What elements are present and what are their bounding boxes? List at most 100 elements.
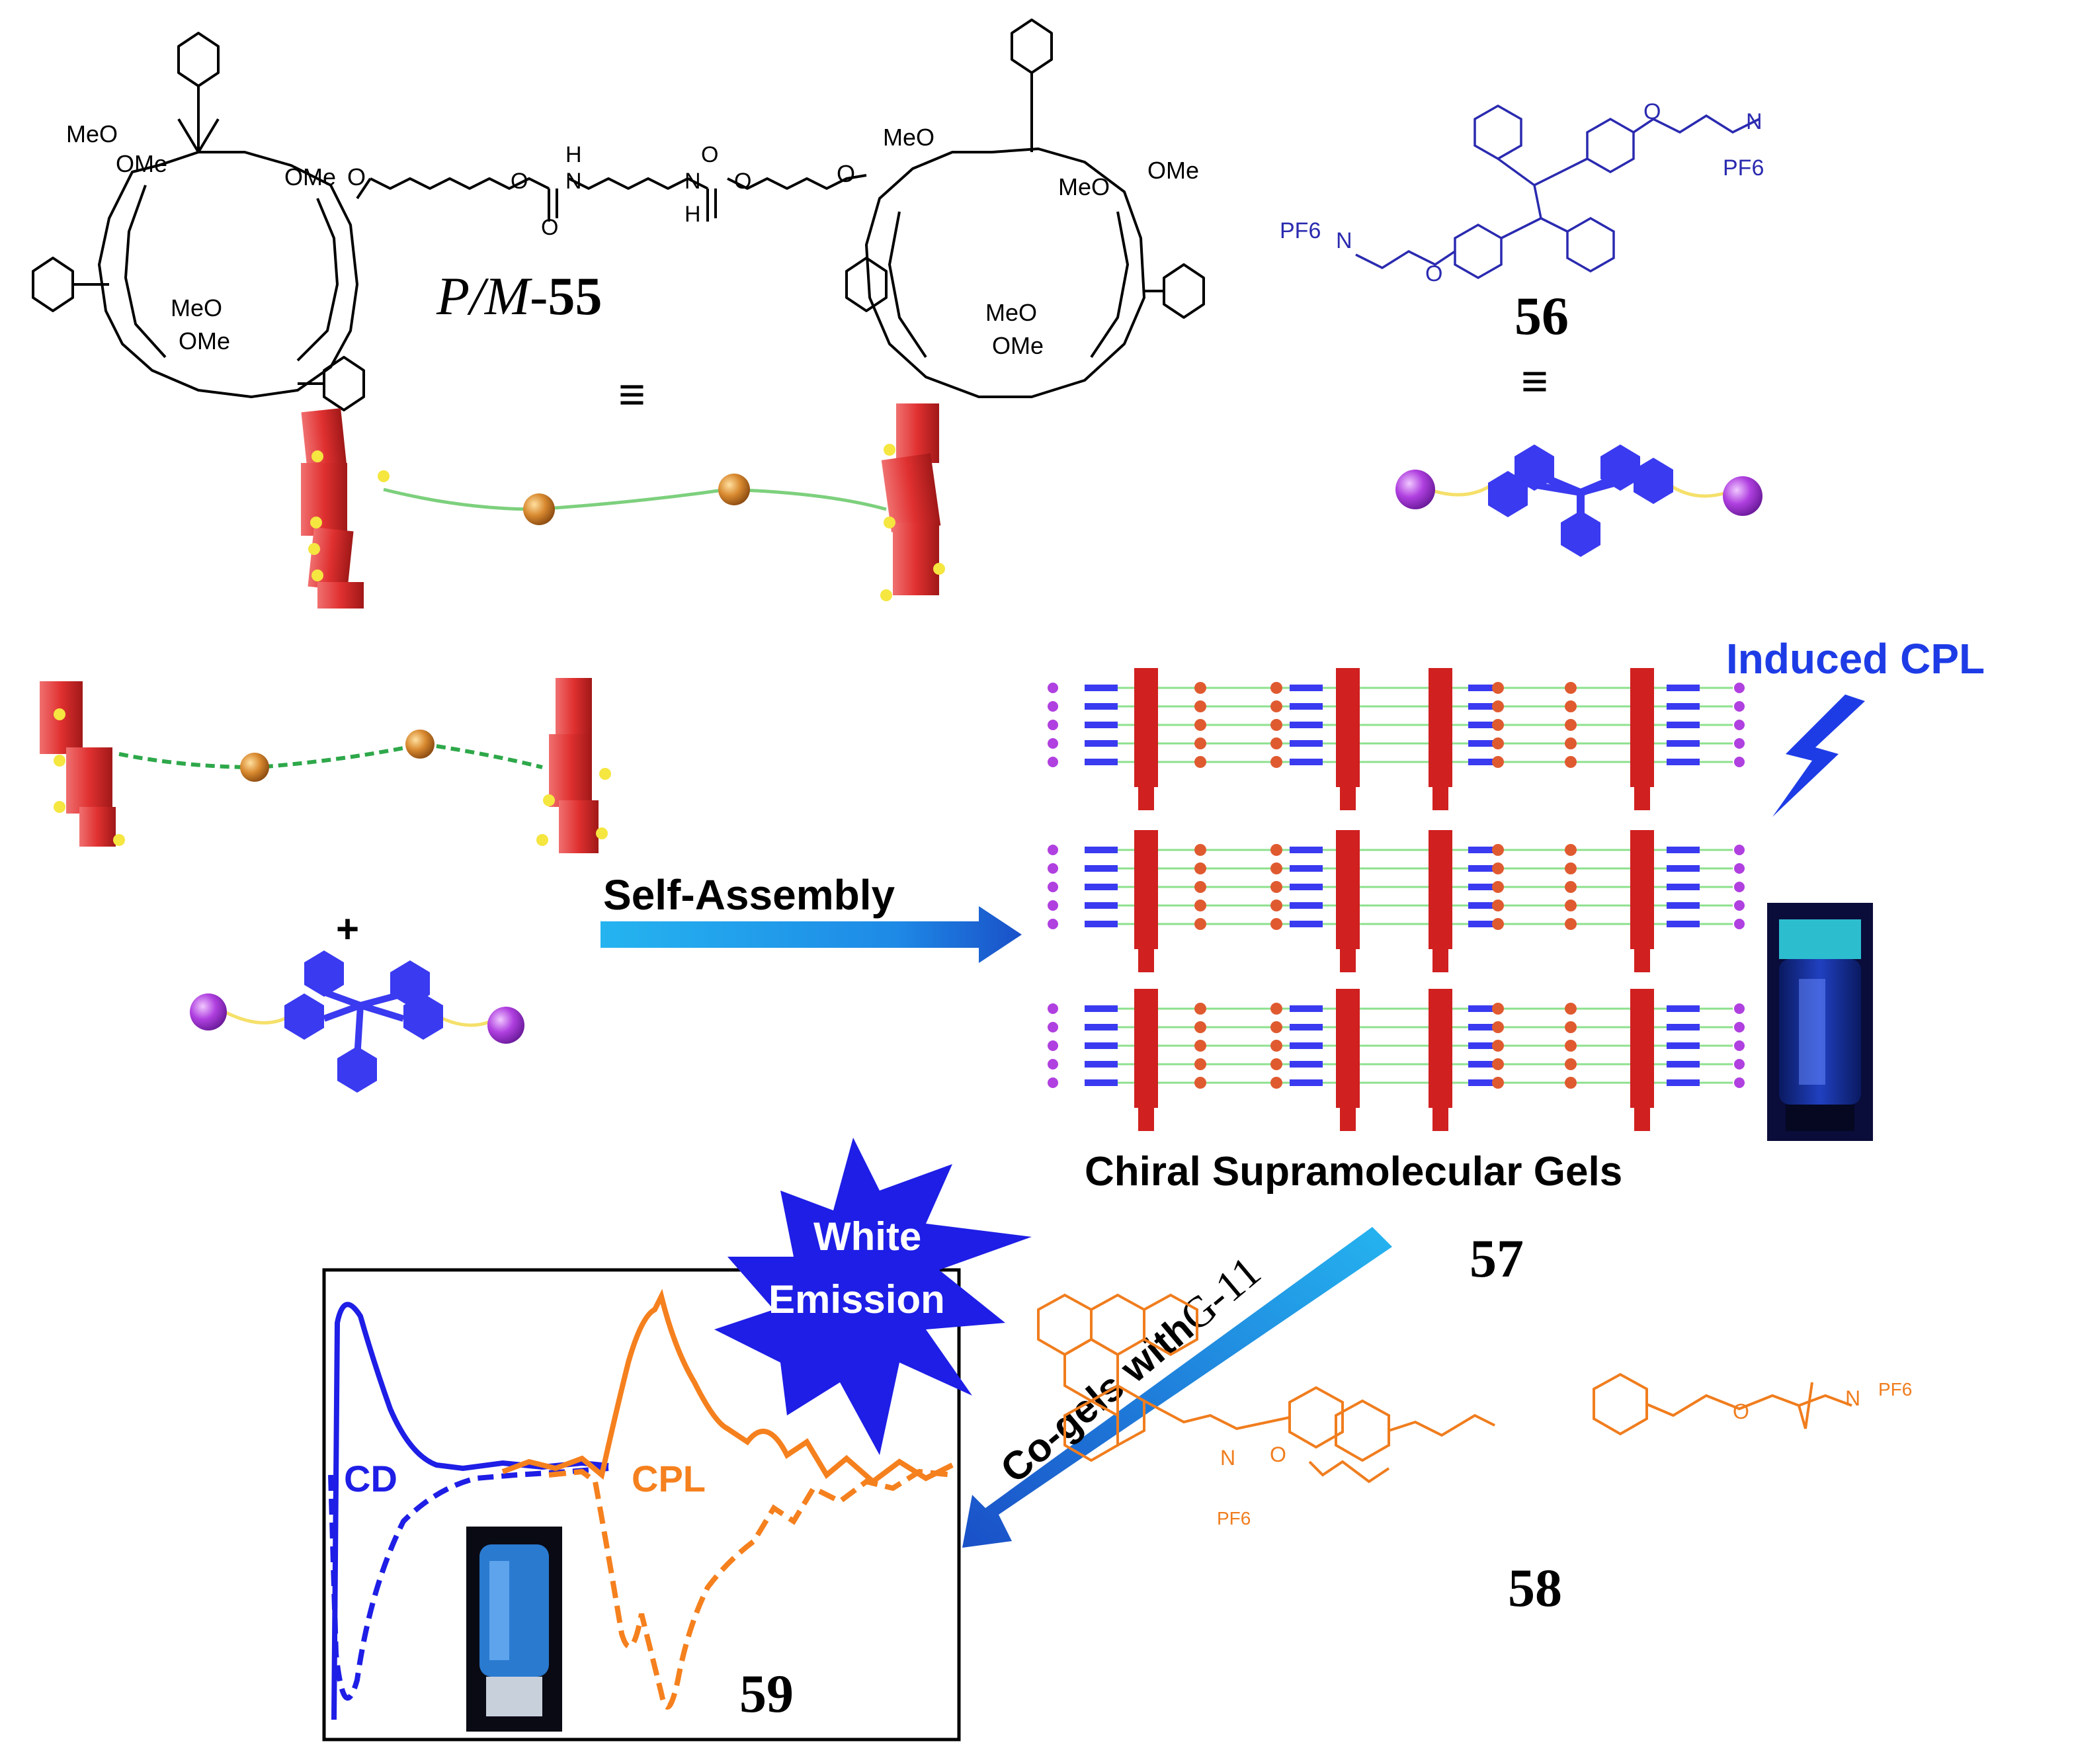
gel-linker-ball [1270, 1058, 1282, 1070]
gel-guest-ball [1048, 1040, 1058, 1051]
gel-guest-ball [1734, 720, 1745, 730]
gel-linker-ball [1270, 719, 1282, 731]
label-meo-right-bottom: MeO [985, 299, 1037, 326]
gel-macrocycle-block [1340, 946, 1356, 972]
gel-macrocycle-block [1630, 668, 1654, 787]
gel-tpe-unit [1085, 1005, 1118, 1012]
gel-linker-ball [1194, 1040, 1206, 1052]
gel-tpe-unit [1667, 921, 1700, 927]
gel-linker-ball [1492, 918, 1504, 930]
gel-guest-ball [1048, 757, 1058, 767]
gel-tpe-unit [1667, 1024, 1700, 1030]
gel-tpe-unit [1667, 884, 1700, 890]
gel-guest-ball [1048, 720, 1058, 730]
gel-linker-ball [1492, 881, 1504, 893]
gel-linker-ball [1194, 1077, 1206, 1089]
gel-linker-ball [1270, 1021, 1282, 1033]
gel-macrocycle-block [1134, 668, 1158, 787]
gel-linker-ball [1492, 1058, 1504, 1070]
gel-tpe-unit [1290, 1042, 1323, 1049]
gel-guest-ball [1048, 863, 1058, 874]
gel-guest-ball [1048, 1003, 1058, 1014]
gel-tpe-unit [1667, 1042, 1700, 1049]
gel-tpe-unit [1085, 1079, 1118, 1086]
gel-guest-ball [1734, 845, 1745, 855]
gel-tpe-unit [1468, 847, 1501, 853]
gel-linker-ball [1194, 682, 1206, 694]
gel-tpe-unit [1085, 921, 1118, 927]
gel-tpe-unit [1667, 722, 1700, 728]
gel-macrocycle-block [1429, 668, 1452, 787]
macrocycle-55-cartoon-mid [40, 678, 611, 853]
label-ome-right-bottom: OMe [992, 332, 1044, 359]
gel-macrocycle-block [1340, 1105, 1356, 1131]
gel-guest-ball [1734, 1077, 1745, 1088]
white-emission-starburst: White Emission [714, 1138, 1032, 1455]
cogel-arrow: Co-gels withG-11 [962, 1227, 1392, 1548]
gel-tpe-unit [1290, 703, 1323, 710]
gel-tpe-unit [1085, 759, 1118, 765]
gel-linker-ball [1492, 719, 1504, 731]
gel-tpe-unit [1667, 685, 1700, 691]
gel-tpe-unit [1085, 865, 1118, 872]
gel-linker-ball [1492, 1021, 1504, 1033]
gel-tpe-unit [1468, 921, 1501, 927]
gel-macrocycle-block [1432, 784, 1448, 810]
gel-linker-ball [1492, 737, 1504, 749]
gel-tpe-unit [1468, 902, 1501, 909]
gel-linker-ball [1194, 862, 1206, 874]
self-assembly-label: Self-Assembly [603, 871, 895, 919]
gel-tpe-unit [1290, 865, 1323, 872]
label-meo-right-mid: MeO [1058, 173, 1110, 200]
gel-tpe-unit [1085, 1042, 1118, 1049]
label-ome-left-mid: OMe [116, 150, 167, 177]
gel-tpe-unit [1290, 921, 1323, 927]
cpl-solid-curve [501, 1288, 954, 1486]
gel-linker-ball [1270, 682, 1282, 694]
gel-tpe-unit [1290, 902, 1323, 909]
gel-guest-ball [1048, 1059, 1058, 1070]
cd-dashed-curve [328, 1466, 609, 1701]
lightning-bolt-icon [1772, 694, 1865, 817]
gel-guest-ball [1048, 919, 1058, 929]
compound-57-label: 57 [1470, 1228, 1524, 1288]
gel-tpe-unit [1468, 685, 1501, 691]
gel-tpe-unit [1468, 1005, 1501, 1012]
label-58-pf6-left: PF6 [1217, 1508, 1251, 1529]
self-assembly-arrow: Self-Assembly [601, 871, 1022, 963]
gel-linker-ball [1565, 1003, 1577, 1015]
gel-linker-ball [1492, 900, 1504, 911]
gel-linker-ball [1565, 1040, 1577, 1052]
gel-macrocycle-block [1634, 946, 1650, 972]
gel-guest-ball [1048, 738, 1058, 749]
gel-tpe-unit [1290, 722, 1323, 728]
gel-tpe-unit [1085, 1024, 1118, 1030]
compound-58-label: 58 [1508, 1558, 1562, 1618]
tpe-cartoon-top [1395, 444, 1763, 557]
gel-tpe-unit [1085, 1061, 1118, 1068]
label-58-o-right: O [1733, 1400, 1749, 1423]
linker-chain [370, 174, 867, 190]
gel-linker-ball [1270, 1077, 1282, 1089]
label-meo-left-top: MeO [66, 120, 118, 147]
gel-macrocycle-block [1634, 784, 1650, 810]
compound-55-prefix: P/M- [436, 266, 548, 326]
gel-linker-ball [1565, 844, 1577, 856]
gel-tpe-unit [1667, 740, 1700, 747]
gel-macrocycle-block [1336, 989, 1360, 1108]
gel-linker-ball [1565, 719, 1577, 731]
gel-linker-ball [1270, 900, 1282, 911]
label-58-n-right: N [1845, 1386, 1860, 1410]
gel-tpe-unit [1468, 703, 1501, 710]
gel-linker-ball [1565, 682, 1577, 694]
label-o-right: O [837, 160, 855, 187]
gel-guest-ball [1734, 863, 1745, 874]
equivalence-symbol-55: ≡ [618, 368, 645, 420]
gel-linker-ball [1565, 737, 1577, 749]
molecule-56-structure: O O N N PF6 PF6 [1280, 99, 1764, 286]
gel-tpe-unit [1667, 759, 1700, 765]
gel-tpe-unit [1468, 722, 1501, 728]
gel-tpe-unit [1667, 703, 1700, 710]
gel-linker-ball [1492, 1003, 1504, 1015]
label-n-right: N [684, 169, 701, 194]
